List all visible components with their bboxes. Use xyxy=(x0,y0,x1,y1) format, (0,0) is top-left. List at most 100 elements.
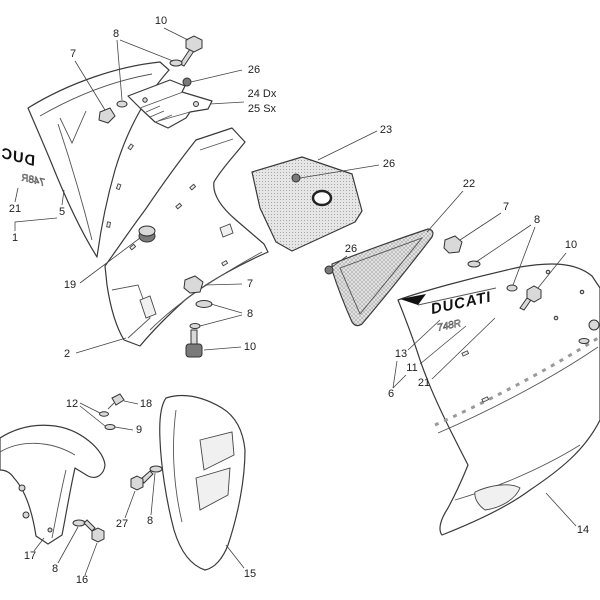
bolt-head xyxy=(91,527,105,543)
right-fairing-hole xyxy=(579,289,585,295)
top-bolt xyxy=(179,35,203,67)
leader-line xyxy=(33,537,45,552)
right-decal-edge xyxy=(417,287,497,306)
mudguard-hole xyxy=(18,484,26,492)
leader-line xyxy=(75,337,127,354)
leader-line xyxy=(317,130,378,161)
callout-label: 21 xyxy=(418,377,430,389)
mounting-bracket-plate xyxy=(127,79,213,129)
bolt-shaft xyxy=(83,519,96,532)
leader-line xyxy=(84,542,98,576)
leader-line xyxy=(116,39,123,101)
leader-line xyxy=(79,405,106,427)
leader-line xyxy=(57,526,79,564)
leader-line xyxy=(79,402,101,414)
right-fairing-lower-vent xyxy=(474,484,521,511)
fairing-notch-line xyxy=(59,110,87,145)
washer xyxy=(578,338,590,344)
leader-line xyxy=(74,60,106,111)
grommet xyxy=(138,225,156,243)
washer xyxy=(506,284,518,292)
washer xyxy=(195,300,213,308)
callout-label: 8 xyxy=(147,515,153,527)
left-decal-brand-text: DUC xyxy=(0,145,37,170)
bolt-head xyxy=(185,35,203,53)
spacer xyxy=(189,323,201,329)
leader-line xyxy=(114,426,134,431)
leader-line xyxy=(225,544,245,569)
callout-label: 15 xyxy=(244,568,256,580)
callout-label: 12 xyxy=(66,398,78,410)
side-panel-inner-edge xyxy=(173,409,183,523)
callout-label: 1 xyxy=(12,232,18,244)
bolt-shaft xyxy=(190,329,198,346)
fairing-slot xyxy=(127,143,134,151)
washer xyxy=(72,519,86,527)
callout-label: 23 xyxy=(380,124,392,136)
callout-label: 24 Dx xyxy=(248,88,277,100)
leader-line xyxy=(150,472,156,516)
leader-lines xyxy=(14,27,577,576)
callout-label: 8 xyxy=(113,28,119,40)
callout-label: 25 Sx xyxy=(248,103,277,115)
callout-label: 18 xyxy=(140,398,152,410)
leader-line xyxy=(459,212,502,241)
bracket-bend-line xyxy=(139,91,191,123)
leader-line xyxy=(14,217,58,231)
leader-line xyxy=(204,283,243,286)
screw-thread xyxy=(107,402,115,410)
washer xyxy=(104,424,116,430)
right-decal-model-text: 748R xyxy=(436,318,462,334)
side-panel-window xyxy=(199,431,235,471)
upper-left-fairing-panel xyxy=(27,61,170,258)
clip-nut xyxy=(443,235,463,254)
bolt-16 xyxy=(83,519,105,543)
right-fairing-slot xyxy=(461,350,470,357)
nut xyxy=(291,173,301,183)
right-fairing-vent-row xyxy=(434,336,599,427)
left-decal-model-text: 748R xyxy=(20,172,46,188)
front-mudguard xyxy=(0,424,106,545)
leader-line xyxy=(545,492,577,527)
upper-left-fairing xyxy=(27,61,170,258)
callout-label: 22 xyxy=(463,178,475,190)
side-panel-window xyxy=(195,467,231,511)
callout-label: 17 xyxy=(24,550,36,562)
callout-label: 13 xyxy=(395,348,407,360)
mounting-bracket xyxy=(127,79,213,129)
leader-line xyxy=(537,252,567,289)
callout-label: 8 xyxy=(52,563,58,575)
right-fairing-belly-line xyxy=(454,444,581,501)
panel-slot xyxy=(129,243,137,251)
callout-label: 10 xyxy=(244,341,256,353)
callout-label: 6 xyxy=(388,388,394,400)
nut xyxy=(324,265,334,275)
leader-line xyxy=(512,226,536,286)
callout-label: 7 xyxy=(70,48,76,60)
panel-slot xyxy=(189,183,197,191)
callout-label: 8 xyxy=(247,308,253,320)
lower-bolt xyxy=(185,329,203,358)
screw xyxy=(111,393,125,406)
right-fairing-hole xyxy=(545,269,551,275)
leader-line xyxy=(163,27,189,41)
front-mudguard-outline xyxy=(0,424,106,545)
leader-line xyxy=(331,255,348,268)
leader-line xyxy=(119,39,174,62)
leader-line xyxy=(475,224,532,263)
leader-line xyxy=(209,101,245,105)
callout-label: 26 xyxy=(345,243,357,255)
foam-pad-hole xyxy=(311,189,333,207)
right-fairing-slot xyxy=(481,396,490,403)
leader-line xyxy=(123,400,139,405)
clip-nut xyxy=(98,107,116,124)
foam-pad xyxy=(251,156,363,252)
callout-label: 8 xyxy=(534,214,540,226)
leader-line xyxy=(419,325,467,365)
washer xyxy=(149,465,163,473)
right-decal-wedge xyxy=(400,294,426,305)
callout-label: 10 xyxy=(155,15,167,27)
bracket-slot-line xyxy=(145,105,173,122)
leader-line xyxy=(299,164,380,179)
callout-label: 10 xyxy=(565,239,577,251)
